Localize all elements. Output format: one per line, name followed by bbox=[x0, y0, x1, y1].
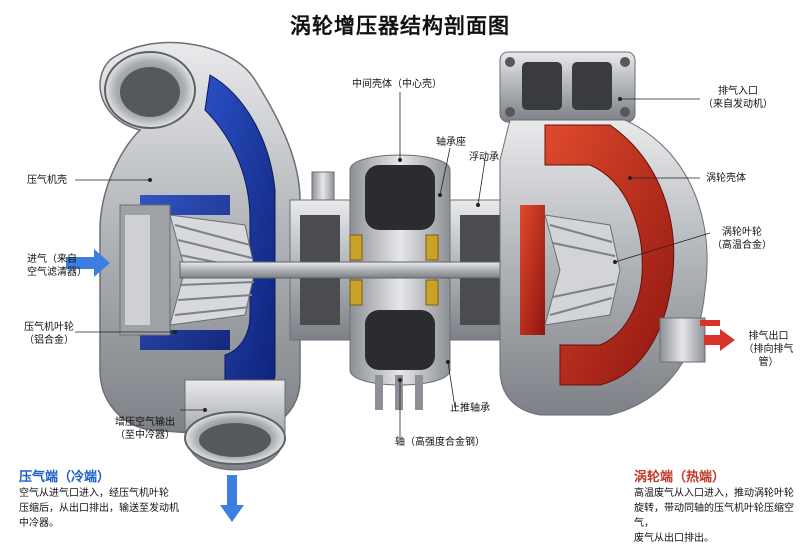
label-compressed-outlet: 增压空气输出 （至中冷器） bbox=[115, 417, 175, 441]
compressed-air-down-arrow bbox=[220, 475, 244, 522]
label-turbine-housing: 涡轮壳体 bbox=[706, 173, 746, 184]
label-shaft: 轴（高强度合金钢） bbox=[395, 437, 485, 448]
compressor-housing-shape bbox=[99, 41, 301, 471]
label-air-inlet: 进气（来自 空气滤清器） bbox=[27, 254, 87, 278]
compressor-side-heading: 压气端（冷端） bbox=[19, 470, 111, 485]
label-exhaust-outlet: 排气出口 （排向排气管） bbox=[743, 331, 794, 368]
turbocharger-illustration bbox=[66, 41, 735, 522]
leader-dots bbox=[148, 97, 632, 412]
center-housing-shape bbox=[289, 154, 516, 410]
turbine-side-description: 高温废气从入口进入，推动涡轮叶轮 旋转，带动同轴的压气机叶轮压缩空气， 废气从出… bbox=[634, 488, 794, 544]
label-exhaust-inlet: 排气入口 （来自发动机） bbox=[703, 86, 773, 110]
label-compressor-housing: 压气机壳 bbox=[27, 175, 67, 186]
air-inlet-arrow bbox=[66, 249, 110, 277]
compressor-side-description: 空气从进气口进入，经压气机叶轮 压缩后，从出口排出，输送至发动机 中冷器。 bbox=[19, 488, 179, 529]
turbine-housing-shape bbox=[499, 51, 708, 416]
label-compressor-wheel: 压气机叶轮 （铝合金） bbox=[24, 322, 74, 346]
label-thrust-bearing: 止推轴承 bbox=[450, 403, 490, 414]
turbine-wheel-shape bbox=[544, 214, 621, 326]
turbine-side-heading: 涡轮端（热端） bbox=[634, 470, 726, 485]
label-floating-bearing: 浮动承 bbox=[469, 152, 499, 163]
label-bearing-seat: 轴承座 bbox=[436, 137, 466, 148]
label-turbine-wheel: 涡轮叶轮 （高温合金） bbox=[712, 227, 772, 251]
diagram-title: 涡轮增压器结构剖面图 bbox=[290, 14, 510, 38]
exhaust-outlet-arrow bbox=[700, 320, 735, 351]
leader-lines bbox=[75, 92, 711, 440]
label-center-housing: 中间壳体（中心壳） bbox=[352, 79, 442, 90]
